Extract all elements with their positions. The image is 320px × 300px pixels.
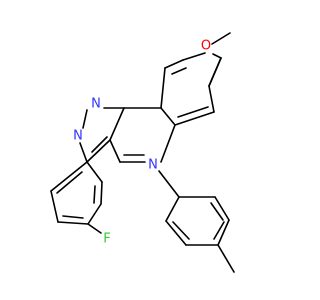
- bond: [211, 32, 231, 45]
- bond: [172, 221, 190, 240]
- bond: [164, 59, 184, 69]
- bond: [217, 244, 235, 273]
- bond: [174, 111, 215, 126]
- bond: [56, 171, 83, 194]
- bond: [182, 52, 206, 61]
- bond: [160, 107, 176, 126]
- bond: [86, 139, 111, 163]
- bond: [57, 221, 89, 225]
- bond: [86, 161, 103, 183]
- nitrogen-atom-label-n5: N: [148, 158, 158, 173]
- fluorophenyl-ring: [50, 161, 103, 234]
- pyridine-ring: [109, 107, 176, 163]
- methoxy-group: [211, 32, 231, 59]
- bond: [165, 220, 187, 246]
- bond: [87, 223, 102, 234]
- bond: [50, 161, 88, 192]
- bond: [50, 190, 59, 223]
- bond: [214, 196, 230, 221]
- molecule-structure-drawing: O N N N F: [0, 0, 300, 300]
- bond: [212, 53, 222, 59]
- bond: [160, 124, 176, 163]
- bond: [79, 142, 88, 163]
- bond: [165, 196, 180, 222]
- nitrogen-atom-label-n1: N: [91, 97, 101, 112]
- pyrazole-ring: [79, 107, 125, 163]
- bond: [177, 106, 209, 118]
- bond: [109, 139, 121, 163]
- bond: [217, 219, 230, 246]
- bond: [171, 67, 187, 75]
- bond: [158, 170, 180, 198]
- bond: [160, 67, 166, 109]
- bond: [213, 221, 225, 240]
- bond: [100, 181, 103, 205]
- bond: [62, 215, 84, 219]
- methylbenzyl-group: [158, 170, 235, 273]
- bond: [87, 203, 102, 225]
- fluorine-atom-label: F: [103, 232, 110, 247]
- benzo-ring: [160, 52, 222, 126]
- bond: [208, 85, 215, 113]
- bond: [210, 202, 224, 221]
- oxygen-atom-label: O: [201, 39, 211, 54]
- bond: [208, 57, 222, 87]
- bond: [93, 185, 96, 204]
- bond: [82, 109, 88, 129]
- bond: [109, 107, 125, 141]
- bond: [91, 136, 108, 153]
- nitrogen-atom-label-n2: N: [73, 129, 83, 144]
- canvas-background: [0, 0, 300, 300]
